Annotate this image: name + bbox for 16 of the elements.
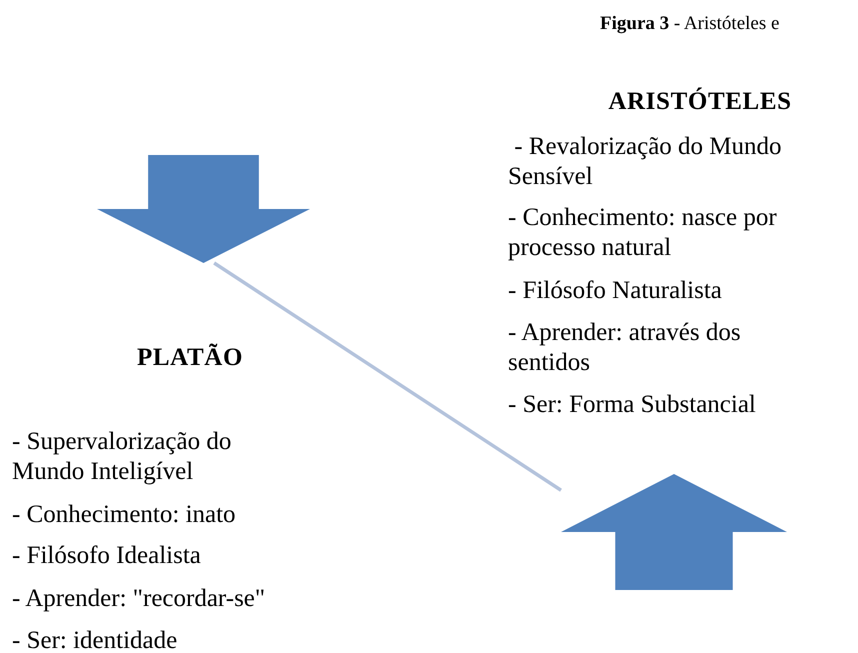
list-item: - Filósofo Naturalista bbox=[508, 276, 723, 306]
list-item: - Supervalorização do Mundo Inteligível bbox=[12, 427, 232, 487]
connector-line bbox=[213, 262, 562, 492]
philosopher-heading: ARISTÓTELES bbox=[607, 86, 793, 117]
down-block-arrow bbox=[97, 155, 310, 263]
list-item: - Revalorização do Mundo Sensível bbox=[508, 132, 783, 192]
figure-title: Figura 3 - Aristóteles e bbox=[600, 12, 780, 36]
list-item: - Aprender: "recordar-se" bbox=[12, 584, 266, 614]
philosopher-heading: PLATÃO bbox=[136, 342, 244, 373]
list-item: - Ser: Forma Substancial bbox=[508, 390, 757, 420]
list-item: - Filósofo Idealista bbox=[12, 541, 202, 571]
list-item: - Ser: identidade bbox=[12, 626, 178, 653]
list-item: - Conhecimento: nasce por processo natural bbox=[508, 203, 778, 263]
up-block-arrow bbox=[561, 474, 787, 590]
list-item: - Conhecimento: inato bbox=[12, 500, 237, 530]
list-item: - Aprender: através dos sentidos bbox=[508, 318, 742, 378]
